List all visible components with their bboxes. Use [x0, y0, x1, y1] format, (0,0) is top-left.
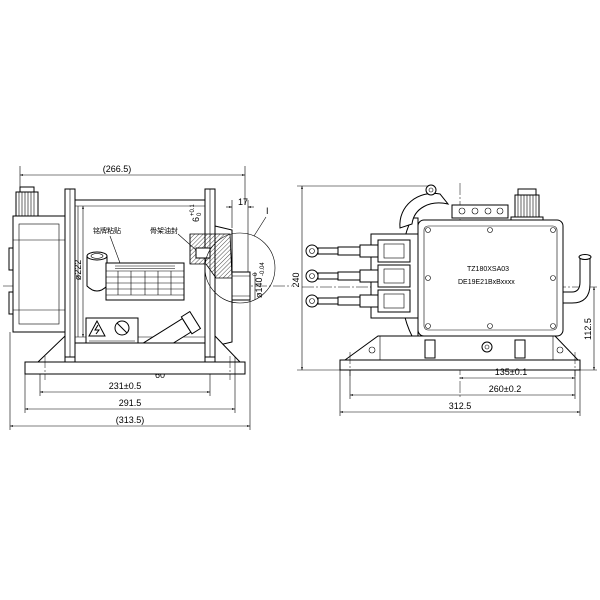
model-line-1: TZ180XSA03: [467, 266, 509, 273]
shaft: [231, 271, 251, 301]
dia-140-tol-upper: 0: [253, 272, 259, 276]
dim-135-text: 135±0.1: [495, 367, 527, 377]
dim-112-5-text: 112.5: [583, 318, 593, 340]
detail-circle-i: I: [204, 206, 276, 304]
cable-lug-1: [305, 244, 379, 258]
label-nameplate-text: 铭牌粘贴: [93, 226, 121, 235]
dim-top-text: (266.5): [103, 164, 132, 174]
left-connector: [15, 186, 39, 217]
dimension-260: 260±0.2: [349, 370, 575, 399]
right-view: TZ180XSA03 DE19E21BxBxxxx: [291, 183, 597, 416]
top-bosses: [451, 204, 509, 219]
dimension-313: (313.5): [9, 300, 251, 430]
dimension-240: 240: [291, 185, 428, 371]
dimension-dia-222: ø222: [73, 206, 84, 337]
dim-6-tol-upper: +0.1: [190, 203, 196, 216]
right-end-cap: [189, 225, 233, 347]
prohibition-icon: [114, 320, 130, 336]
right-base: [339, 335, 581, 376]
model-line-2: DE19E21BxBxxxx: [458, 279, 515, 286]
dim-6-tol-lower: 0: [197, 212, 203, 216]
dimension-dia-140: ø140 0 -0.04: [253, 262, 266, 300]
angle-text: 60°: [155, 370, 169, 380]
dim-6-text: 6: [191, 217, 201, 222]
left-view: (266.5): [3, 164, 292, 430]
oil-seal-label: 骨架油封: [150, 226, 197, 251]
dimension-112-5: 112.5: [580, 287, 597, 371]
electric-warning-icon: [88, 319, 106, 337]
cable-lug-2: [305, 269, 379, 283]
left-end-housing: [8, 215, 66, 333]
right-coolant-pipe: [562, 254, 592, 304]
dimension-top-overall: (266.5): [19, 164, 246, 205]
dim-312-5-text: 312.5: [449, 401, 472, 411]
label-oil-seal-text: 骨架油封: [150, 226, 178, 235]
terminal-block-w: [377, 289, 411, 313]
terminal-block-v: [377, 264, 411, 288]
left-base: [24, 334, 246, 380]
dim-313-text: (313.5): [116, 415, 145, 425]
terminal-block-u: [377, 239, 411, 263]
nameplate-label: 铭牌粘贴: [93, 226, 121, 264]
dimension-231: 231±0.5: [39, 374, 211, 396]
dimension-17: 17: [226, 197, 254, 272]
coolant-inlet-fitting: [86, 251, 108, 292]
dim-260-text: 260±0.2: [489, 384, 521, 394]
terminal-blocks: [370, 233, 419, 319]
lifting-eye: [425, 184, 437, 196]
dimension-135: 135±0.1: [460, 367, 576, 399]
detail-label-text: I: [266, 206, 269, 216]
dia-140-text: ø140: [254, 277, 264, 298]
dimension-312-5: 312.5: [339, 370, 581, 416]
dia-140-tol-lower: -0.04: [260, 262, 266, 276]
dimension-6: 6 +0.1 0: [190, 203, 203, 222]
dim-291-text: 291.5: [119, 398, 142, 408]
dia-222-text: ø222: [73, 260, 83, 281]
controller-box: TZ180XSA03 DE19E21BxBxxxx: [417, 219, 564, 337]
nameplate: [105, 262, 185, 301]
top-connector: [510, 188, 544, 223]
dimension-291: 291.5: [24, 357, 236, 413]
cable-lug-3: [305, 294, 379, 308]
dim-17-text: 17: [238, 197, 248, 207]
dim-231-text: 231±0.5: [109, 381, 141, 391]
dim-240-text: 240: [291, 272, 301, 287]
